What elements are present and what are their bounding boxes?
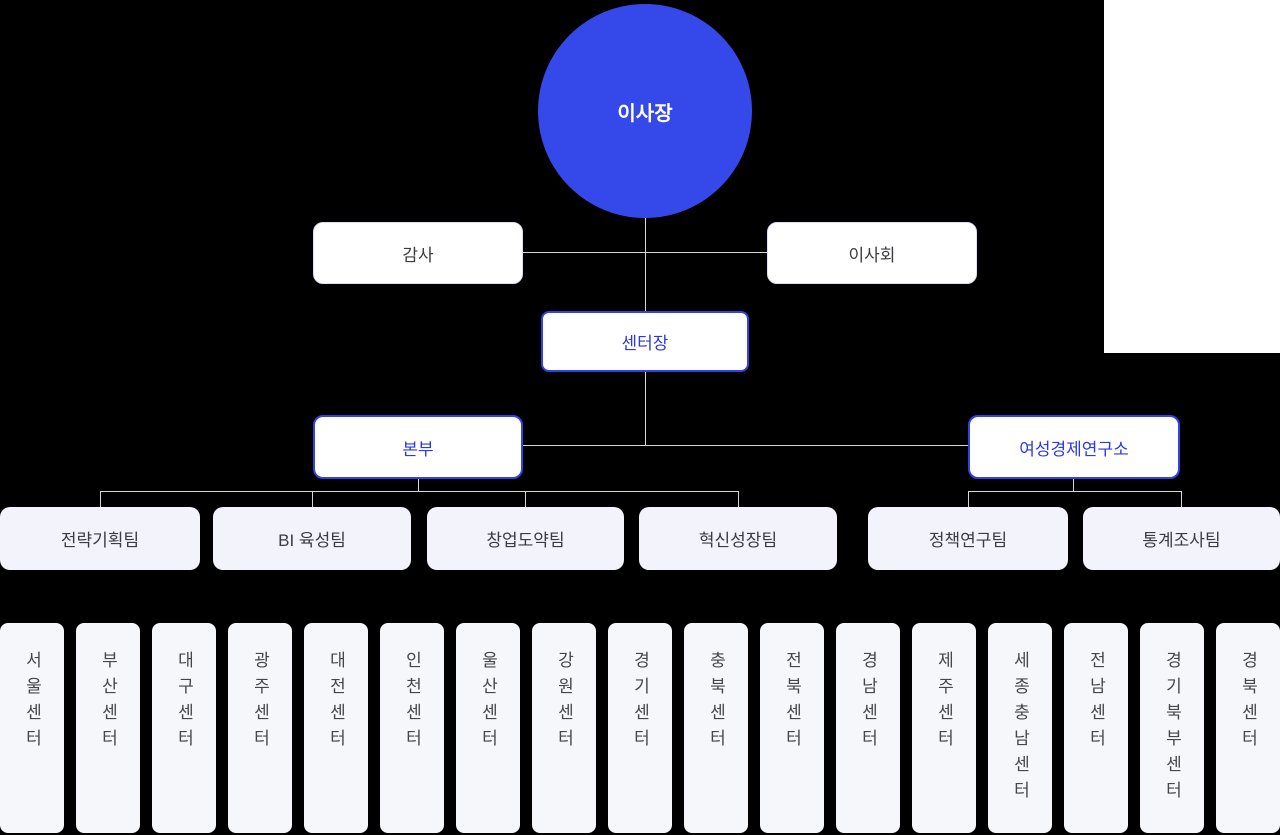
regional-center-box-gyeongnam: 경남센터: [836, 623, 900, 833]
connector-line: [418, 479, 419, 492]
connector-line: [523, 445, 968, 446]
regional-center-box-gwangju: 광주센터: [228, 623, 292, 833]
connector-line: [968, 491, 969, 508]
regional-center-label: 대전센터: [326, 651, 346, 755]
regional-center-label: 대구센터: [174, 651, 194, 755]
connector-line: [968, 491, 1181, 492]
regional-center-box-gyeonggi: 경기센터: [608, 623, 672, 833]
chairman-circle: 이사장: [538, 4, 752, 218]
team-box-strategy-planning: 전략기획팀: [0, 507, 200, 570]
regional-center-box-daegu: 대구센터: [152, 623, 216, 833]
connector-line: [645, 200, 646, 311]
regional-center-label: 경남센터: [858, 651, 878, 755]
regional-center-label: 부산센터: [98, 651, 118, 755]
team-label: 혁신성장팀: [698, 531, 778, 550]
regional-center-label: 경기센터: [630, 651, 650, 755]
connector-line: [738, 491, 739, 508]
team-label: 전략기획팀: [60, 531, 140, 550]
regional-center-label: 울산센터: [478, 651, 498, 755]
regional-center-box-daejeon: 대전센터: [304, 623, 368, 833]
connector-line: [525, 491, 526, 508]
board-label: 이사회: [848, 245, 896, 265]
regional-center-label: 경북센터: [1238, 651, 1258, 755]
institute-label: 여성경제연구소: [1019, 439, 1129, 459]
connector-line: [645, 372, 646, 446]
connector-line: [100, 491, 101, 508]
regional-center-label: 경기북부센터: [1162, 651, 1182, 807]
center-head-label: 센터장: [621, 334, 669, 353]
regional-center-box-chungbuk: 충북센터: [684, 623, 748, 833]
regional-center-label: 인천센터: [402, 651, 422, 755]
connector-line: [1073, 479, 1074, 492]
regional-center-label: 세종충남센터: [1010, 651, 1030, 807]
regional-center-label: 강원센터: [554, 651, 574, 755]
regional-center-box-ulsan: 울산센터: [456, 623, 520, 833]
regional-center-box-gangwon: 강원센터: [532, 623, 596, 833]
audit-label: 감사: [402, 245, 434, 265]
team-box-innovation-growth: 혁신성장팀: [639, 507, 837, 570]
team-box-startup-leap: 창업도약팀: [427, 507, 624, 570]
institute-box: 여성경제연구소: [968, 415, 1180, 479]
team-box-statistics-survey: 통계조사팀: [1083, 507, 1280, 570]
regional-center-box-incheon: 인천센터: [380, 623, 444, 833]
board-box: 이사회: [767, 222, 977, 284]
center-head-box: 센터장: [541, 311, 749, 372]
team-box-policy-research: 정책연구팀: [868, 507, 1068, 570]
team-label: 정책연구팀: [928, 531, 1008, 550]
regional-center-box-busan: 부산센터: [76, 623, 140, 833]
audit-box: 감사: [313, 222, 523, 284]
connector-line: [1181, 491, 1182, 508]
headquarters-box: 본부: [313, 415, 523, 479]
regional-center-box-gyeongbuk: 경북센터: [1216, 623, 1280, 833]
background-patch: [1104, 0, 1280, 353]
team-label: BI 육성팀: [278, 531, 346, 550]
connector-line: [523, 252, 767, 253]
regional-center-box-seoul: 서울센터: [0, 623, 64, 833]
team-label: 창업도약팀: [486, 531, 565, 550]
regional-center-box-jeonnam: 전남센터: [1064, 623, 1128, 833]
team-label: 통계조사팀: [1142, 531, 1221, 550]
regional-center-label: 충북센터: [706, 651, 726, 755]
regional-center-label: 광주센터: [250, 651, 270, 755]
chairman-label: 이사장: [617, 102, 673, 125]
regional-center-box-gyeonggi-north: 경기북부센터: [1140, 623, 1204, 833]
connector-line: [100, 491, 738, 492]
regional-center-box-jeju: 제주센터: [912, 623, 976, 833]
headquarters-label: 본부: [402, 439, 434, 459]
regional-center-label: 전남센터: [1086, 651, 1106, 755]
regional-center-box-jeonbuk: 전북센터: [760, 623, 824, 833]
connector-line: [312, 491, 313, 508]
regional-center-box-sejong-chungnam: 세종충남센터: [988, 623, 1052, 833]
regional-center-label: 제주센터: [934, 651, 954, 755]
team-box-bi-incubation: BI 육성팀: [213, 507, 411, 570]
regional-center-label: 전북센터: [782, 651, 802, 755]
regional-center-label: 서울센터: [22, 651, 42, 755]
